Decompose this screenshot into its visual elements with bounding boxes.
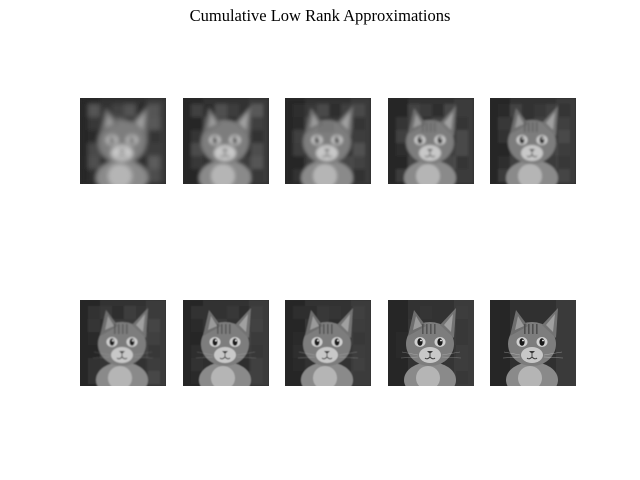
approximation-image-6 [80,300,166,386]
cat-image [183,300,269,386]
approximation-image-2 [183,98,269,184]
approximation-image-8 [285,300,371,386]
approximation-image-3 [285,98,371,184]
cat-image [285,300,371,386]
approximation-image-9 [388,300,474,386]
approximation-image-7 [183,300,269,386]
cat-image [490,98,576,184]
cat-image [490,300,576,386]
approximation-image-5 [490,98,576,184]
approximation-image-4 [388,98,474,184]
approximation-image-10 [490,300,576,386]
cat-image [183,98,269,184]
cat-image [80,98,166,184]
approximation-image-1 [80,98,166,184]
cat-image [388,300,474,386]
cat-image [285,98,371,184]
cat-image [80,300,166,386]
figure-title: Cumulative Low Rank Approximations [189,6,451,25]
cat-image [388,98,474,184]
